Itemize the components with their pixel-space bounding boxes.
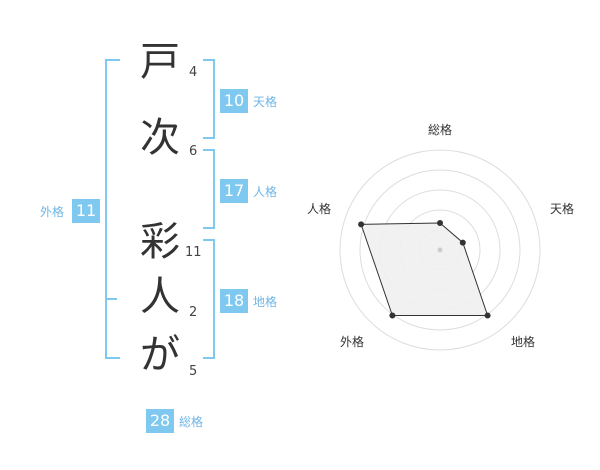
soukaku-label: 総格 (179, 415, 204, 429)
chikaku-bracket-top (203, 239, 215, 241)
tenkaku-bracket-top (203, 59, 215, 61)
chikaku-badge: 18 (220, 289, 248, 313)
radar-axis-label-tenkaku: 天格 (550, 202, 575, 216)
jinkaku-bracket-bottom (203, 227, 215, 229)
tenkaku-label: 天格 (253, 95, 278, 109)
tenkaku-bracket (213, 59, 215, 139)
radar-point-3 (389, 312, 396, 319)
radar-center-dot (437, 247, 443, 253)
radar-axis-label-gaikaku: 外格 (340, 335, 365, 349)
gaikaku-badge: 11 (72, 199, 100, 223)
gaikaku-bracket-bottom (105, 357, 120, 359)
stroke-count-4: 2 (189, 305, 198, 320)
stroke-count-1: 4 (189, 65, 198, 80)
tenkaku-bracket-bottom (203, 137, 215, 139)
gaikaku-bracket (105, 59, 107, 359)
radar-point-0 (437, 220, 443, 226)
name-character-4: 人 (140, 274, 180, 320)
radar-axis-label-chikaku: 地格 (511, 335, 536, 349)
chikaku-bracket (213, 239, 215, 359)
radar-point-1 (459, 239, 466, 246)
name-character-3: 彩 (140, 219, 180, 265)
gaikaku-bracket-top (105, 59, 120, 61)
radar-polygon (360, 222, 489, 316)
radar-point-2 (484, 312, 491, 319)
stroke-count-2: 6 (189, 144, 198, 159)
radar-ring-5 (339, 149, 541, 351)
tenkaku-badge: 10 (220, 89, 248, 113)
jinkaku-bracket-top (203, 149, 215, 151)
name-character-1: 戸 (140, 39, 180, 85)
gaikaku-label: 外格 (40, 205, 65, 219)
radar-axis-label-jinkaku: 人格 (307, 202, 332, 216)
jinkaku-badge: 17 (220, 179, 248, 203)
chikaku-bracket-bottom (203, 357, 215, 359)
stroke-count-3: 11 (185, 245, 202, 260)
chikaku-label: 地格 (253, 295, 278, 309)
name-character-2: 次 (140, 115, 180, 161)
stroke-count-5: 5 (189, 364, 198, 379)
gaikaku-bracket-tick (105, 298, 117, 300)
soukaku-badge: 28 (146, 409, 174, 433)
jinkaku-label: 人格 (253, 185, 278, 199)
name-character-5: が (140, 332, 180, 378)
jinkaku-bracket (213, 149, 215, 229)
radar-axis-label-soukaku: 総格 (428, 123, 453, 137)
radar-ring-4 (359, 169, 521, 331)
radar-point-4 (358, 221, 365, 228)
